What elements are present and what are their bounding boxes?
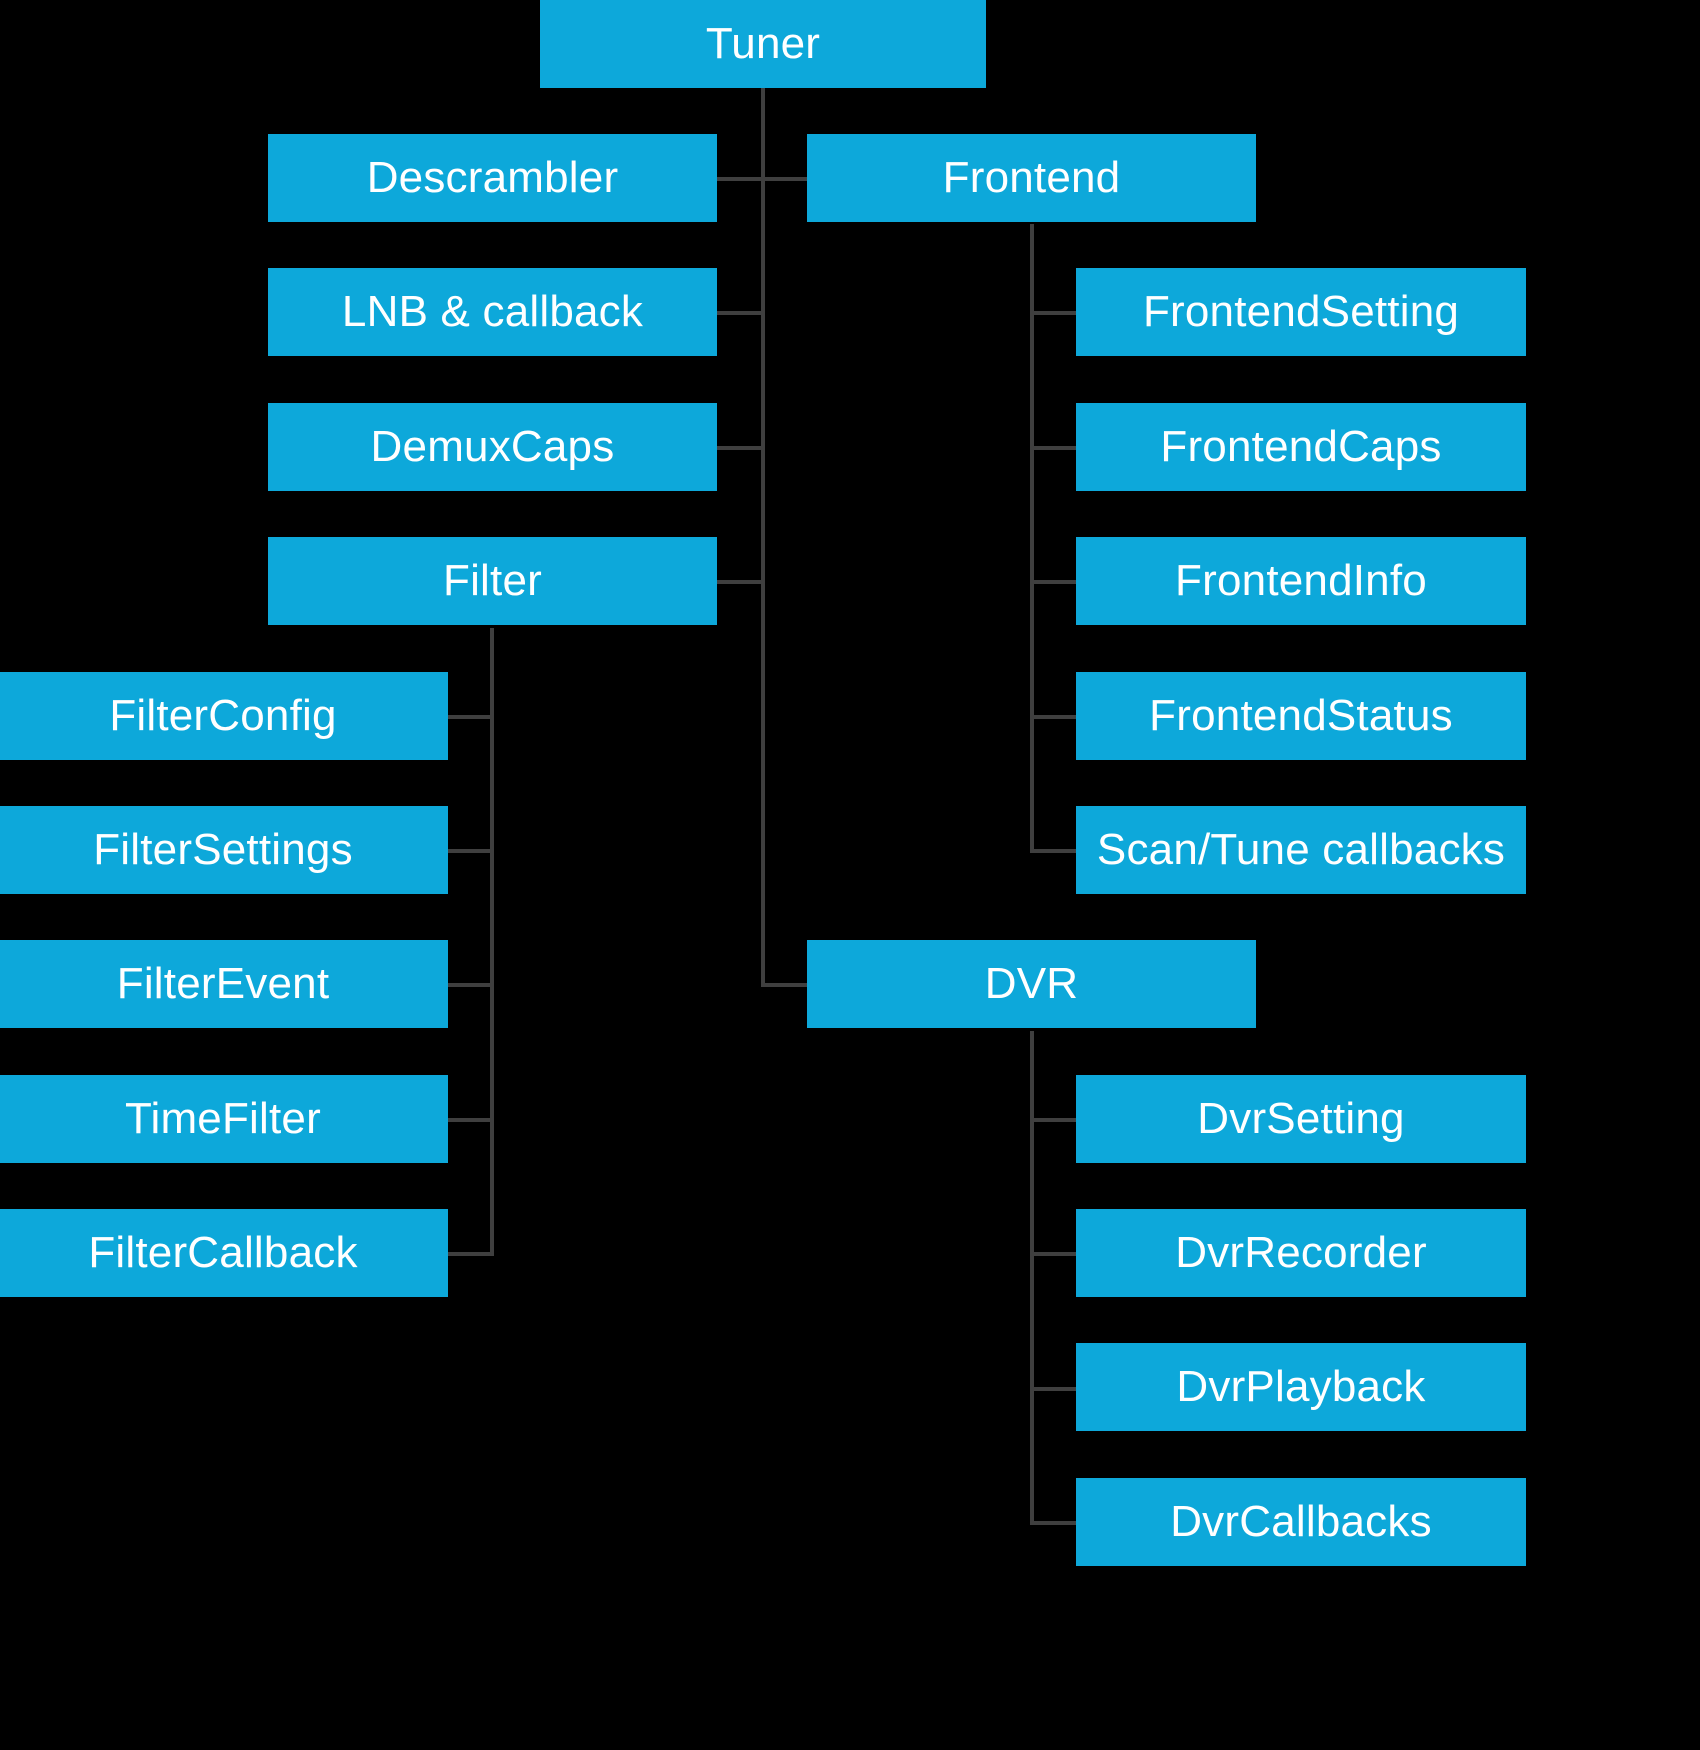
edge-frontend-to-frontendinfo <box>1030 580 1078 584</box>
node-label: DvrPlayback <box>1176 1362 1426 1411</box>
node-label: FilterEvent <box>116 959 330 1008</box>
node-descrambler[interactable]: Descrambler <box>268 134 717 222</box>
node-label: Scan/Tune callbacks <box>1096 825 1506 874</box>
edge-filter-to-filterevent <box>448 983 494 987</box>
edge-filter-to-filtersettings <box>448 849 494 853</box>
edge-tuner-to-lnb <box>717 311 763 315</box>
node-dvr[interactable]: DVR <box>807 940 1256 1028</box>
node-label: DvrRecorder <box>1175 1228 1427 1277</box>
edge-dvr-spine <box>1030 1031 1034 1524</box>
node-label: Frontend <box>942 153 1121 202</box>
node-frontendsetting[interactable]: FrontendSetting <box>1076 268 1526 356</box>
node-label: Filter <box>443 556 542 605</box>
node-label: Tuner <box>705 19 821 68</box>
edge-frontend-to-frontendsetting <box>1030 311 1078 315</box>
node-frontendinfo[interactable]: FrontendInfo <box>1076 537 1526 625</box>
edge-tuner-to-descrambler <box>717 177 763 181</box>
node-label: LNB & callback <box>341 287 644 336</box>
node-label: FrontendStatus <box>1149 691 1453 740</box>
edge-tuner-to-dvr <box>761 983 807 987</box>
edge-filter-to-filterconfig <box>448 715 494 719</box>
node-filterconfig[interactable]: FilterConfig <box>0 672 448 760</box>
node-label: FrontendCaps <box>1160 422 1442 471</box>
node-frontendstatus[interactable]: FrontendStatus <box>1076 672 1526 760</box>
node-label: DemuxCaps <box>370 422 615 471</box>
edge-frontend-to-scantune <box>1030 849 1078 853</box>
edge-tuner-to-demuxcaps <box>717 446 763 450</box>
edge-tuner-to-filter <box>717 580 763 584</box>
node-filtercallback[interactable]: FilterCallback <box>0 1209 448 1297</box>
edge-frontend-to-frontendcaps <box>1030 446 1078 450</box>
node-tuner[interactable]: Tuner <box>540 0 986 88</box>
node-frontendcaps[interactable]: FrontendCaps <box>1076 403 1526 491</box>
node-label: FilterCallback <box>88 1228 358 1277</box>
node-label: FrontendSetting <box>1142 287 1460 336</box>
edge-dvr-to-dvrcallbacks <box>1030 1521 1078 1525</box>
node-lnb-callback[interactable]: LNB & callback <box>268 268 717 356</box>
node-filtersettings[interactable]: FilterSettings <box>0 806 448 894</box>
node-demuxcaps[interactable]: DemuxCaps <box>268 403 717 491</box>
node-frontend[interactable]: Frontend <box>807 134 1256 222</box>
node-label: FilterSettings <box>93 825 353 874</box>
node-dvrrecorder[interactable]: DvrRecorder <box>1076 1209 1526 1297</box>
node-label: TimeFilter <box>125 1094 321 1143</box>
edge-frontend-to-frontendstatus <box>1030 715 1078 719</box>
node-dvrplayback[interactable]: DvrPlayback <box>1076 1343 1526 1431</box>
edge-tuner-to-frontend <box>761 177 807 181</box>
edge-filter-to-timefilter <box>448 1118 494 1122</box>
node-dvrcallbacks[interactable]: DvrCallbacks <box>1076 1478 1526 1566</box>
edge-dvr-to-dvrsetting <box>1030 1118 1078 1122</box>
edge-dvr-to-dvrplayback <box>1030 1387 1078 1391</box>
node-label: FrontendInfo <box>1175 556 1427 605</box>
node-label: FilterConfig <box>109 691 337 740</box>
edge-dvr-to-dvrrecorder <box>1030 1252 1078 1256</box>
node-label: DVR <box>984 959 1079 1008</box>
node-label: DvrCallbacks <box>1170 1497 1432 1546</box>
node-filter[interactable]: Filter <box>268 537 717 625</box>
edge-frontend-spine <box>1030 224 1034 851</box>
node-scan-tune-callbacks[interactable]: Scan/Tune callbacks <box>1076 806 1526 894</box>
node-dvrsetting[interactable]: DvrSetting <box>1076 1075 1526 1163</box>
node-label: Descrambler <box>366 153 619 202</box>
node-label: DvrSetting <box>1197 1094 1405 1143</box>
edge-filter-spine <box>490 628 494 1253</box>
node-timefilter[interactable]: TimeFilter <box>0 1075 448 1163</box>
node-filterevent[interactable]: FilterEvent <box>0 940 448 1028</box>
edge-tuner-trunk <box>761 88 765 985</box>
edge-filter-to-filtercallback <box>448 1252 494 1256</box>
